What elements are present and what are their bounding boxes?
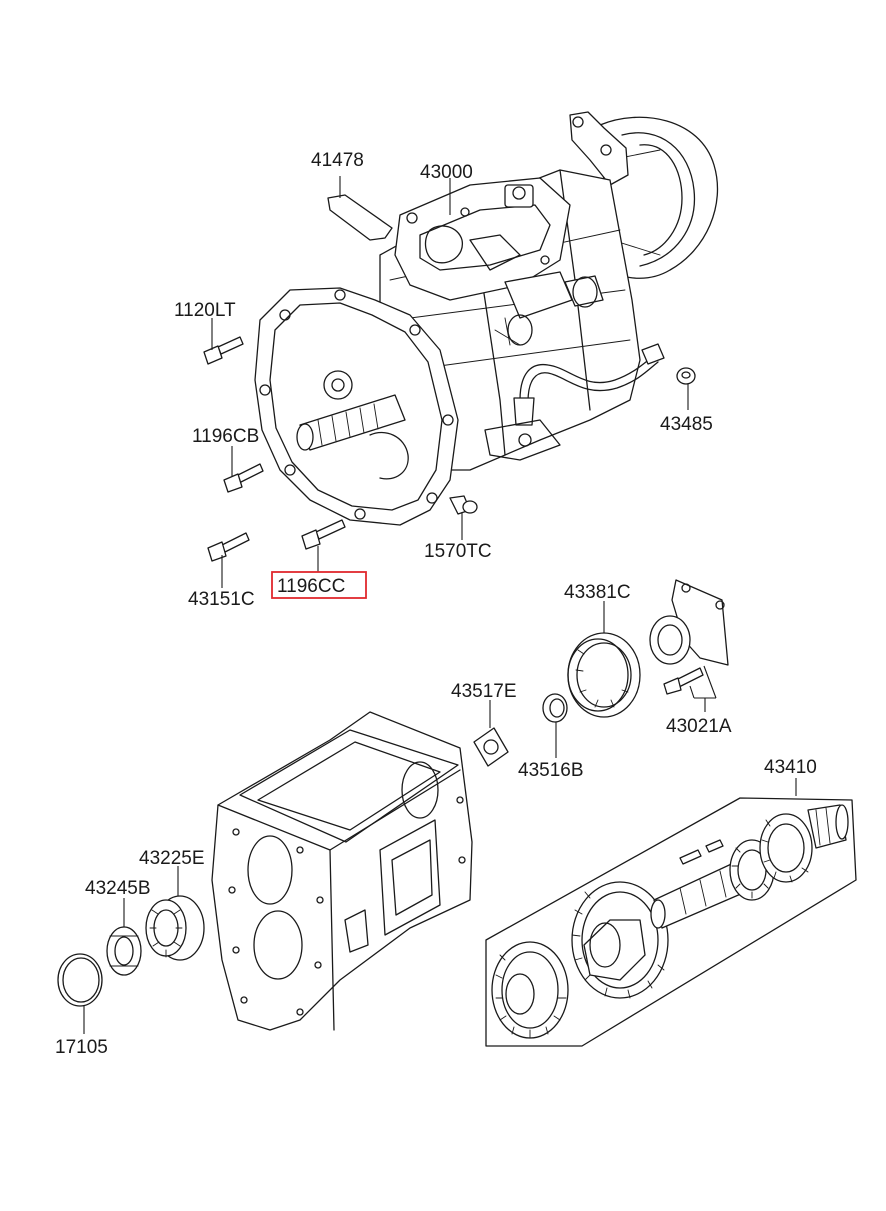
bolt-1196CC	[301, 519, 346, 550]
highlight-box-1196CC	[271, 571, 367, 599]
gasket-41478	[327, 194, 393, 241]
plug-43485	[676, 367, 696, 385]
label-1196CC[interactable]: 1196CC	[277, 576, 345, 597]
label-43151C: 43151C	[188, 589, 255, 610]
ring-43381C	[567, 632, 641, 718]
transmission-assembly	[254, 111, 719, 526]
plate-43517E	[473, 727, 509, 767]
label-17105: 17105	[55, 1037, 108, 1058]
bolt-43151C	[207, 532, 250, 562]
bearing-43225E	[145, 895, 205, 961]
label-41478: 41478	[311, 150, 364, 171]
fitting-1570TC	[449, 495, 478, 515]
label-43410: 43410	[764, 757, 817, 778]
label-43245B: 43245B	[85, 878, 151, 899]
label-43021A: 43021A	[666, 716, 732, 737]
snap-ring-17105	[57, 953, 103, 1007]
bolt-1120LT	[203, 336, 244, 365]
label-43517E: 43517E	[451, 681, 517, 702]
countershaft-43410	[485, 797, 857, 1047]
label-43225E: 43225E	[139, 848, 205, 869]
label-1196CB: 1196CB	[192, 426, 259, 447]
ring-43516B	[542, 693, 568, 723]
washer-43245B	[106, 926, 142, 976]
label-43516B: 43516B	[518, 760, 584, 781]
label-1120LT: 1120LT	[174, 300, 236, 321]
gear-case	[211, 711, 473, 1031]
label-43485: 43485	[660, 414, 713, 435]
bolt-1196CB	[223, 463, 264, 493]
label-1570TC: 1570TC	[424, 541, 492, 562]
label-43381C: 43381C	[564, 582, 631, 603]
cover-43021A	[649, 579, 729, 695]
label-43000: 43000	[420, 162, 473, 183]
